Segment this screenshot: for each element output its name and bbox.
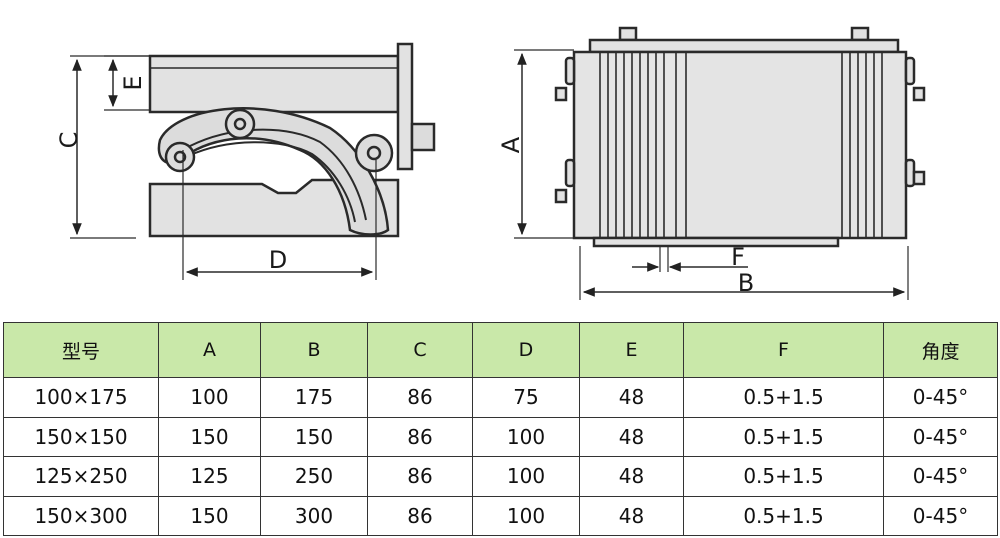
front-view-drawing xyxy=(514,26,926,300)
header-a: A xyxy=(158,322,261,378)
header-e: E xyxy=(579,322,684,378)
side-knob xyxy=(410,122,436,152)
cell-angle: 0-45° xyxy=(883,456,998,497)
cell-model: 150×150 xyxy=(3,416,159,457)
cell-f: 0.5+1.5 xyxy=(683,416,884,457)
cell-f: 0.5+1.5 xyxy=(683,495,884,536)
pivot-mid xyxy=(224,108,256,140)
cell-e: 48 xyxy=(579,456,684,497)
pivot-left xyxy=(164,141,196,173)
table-header-row: 型号 A B C D E F 角度 xyxy=(3,322,998,378)
label-a: A xyxy=(497,136,525,153)
cell-model: 100×175 xyxy=(3,377,159,418)
cell-d: 100 xyxy=(472,416,580,457)
technical-drawings: C E D xyxy=(55,26,926,300)
header-d: D xyxy=(472,322,580,378)
cell-e: 48 xyxy=(579,495,684,536)
cell-e: 48 xyxy=(579,377,684,418)
curved-arm xyxy=(157,107,390,236)
table-row: 150×300 150 300 86 100 48 0.5+1.5 0-45° xyxy=(3,495,998,536)
top-rail xyxy=(588,38,900,54)
pivot-right xyxy=(354,133,394,173)
header-model: 型号 xyxy=(3,322,159,378)
side-bar xyxy=(396,42,414,171)
header-b: B xyxy=(260,322,368,378)
cell-e: 48 xyxy=(579,416,684,457)
table-row: 100×175 100 175 86 75 48 0.5+1.5 0-45° xyxy=(3,377,998,418)
cell-model: 150×300 xyxy=(3,495,159,536)
cell-b: 250 xyxy=(260,456,368,497)
cell-f: 0.5+1.5 xyxy=(683,377,884,418)
cell-c: 86 xyxy=(367,456,473,497)
cell-model: 125×250 xyxy=(3,456,159,497)
label-d: D xyxy=(269,246,287,274)
cell-d: 75 xyxy=(472,377,580,418)
cell-c: 86 xyxy=(367,377,473,418)
cell-c: 86 xyxy=(367,416,473,457)
cell-f: 0.5+1.5 xyxy=(683,456,884,497)
cell-c: 86 xyxy=(367,495,473,536)
cell-a: 125 xyxy=(158,456,261,497)
header-c: C xyxy=(367,322,473,378)
header-angle: 角度 xyxy=(883,322,998,378)
cell-a: 150 xyxy=(158,495,261,536)
cell-d: 100 xyxy=(472,495,580,536)
table-row: 150×150 150 150 86 100 48 0.5+1.5 0-45° xyxy=(3,416,998,457)
table-row: 125×250 125 250 86 100 48 0.5+1.5 0-45° xyxy=(3,456,998,497)
cell-angle: 0-45° xyxy=(883,495,998,536)
spec-table: 型号 A B C D E F 角度 100×175 100 175 86 75 … xyxy=(3,322,998,536)
side-view-drawing xyxy=(70,42,436,280)
label-f: F xyxy=(731,243,745,271)
base-plate xyxy=(148,178,400,238)
top-plate xyxy=(148,54,400,114)
cell-b: 300 xyxy=(260,495,368,536)
label-b: B xyxy=(738,269,754,297)
cell-d: 100 xyxy=(472,456,580,497)
cell-angle: 0-45° xyxy=(883,416,998,457)
label-e: E xyxy=(119,75,147,90)
cell-b: 150 xyxy=(260,416,368,457)
cell-b: 175 xyxy=(260,377,368,418)
header-f: F xyxy=(683,322,884,378)
cell-a: 150 xyxy=(158,416,261,457)
label-c: C xyxy=(55,132,83,149)
cell-a: 100 xyxy=(158,377,261,418)
cell-angle: 0-45° xyxy=(883,377,998,418)
